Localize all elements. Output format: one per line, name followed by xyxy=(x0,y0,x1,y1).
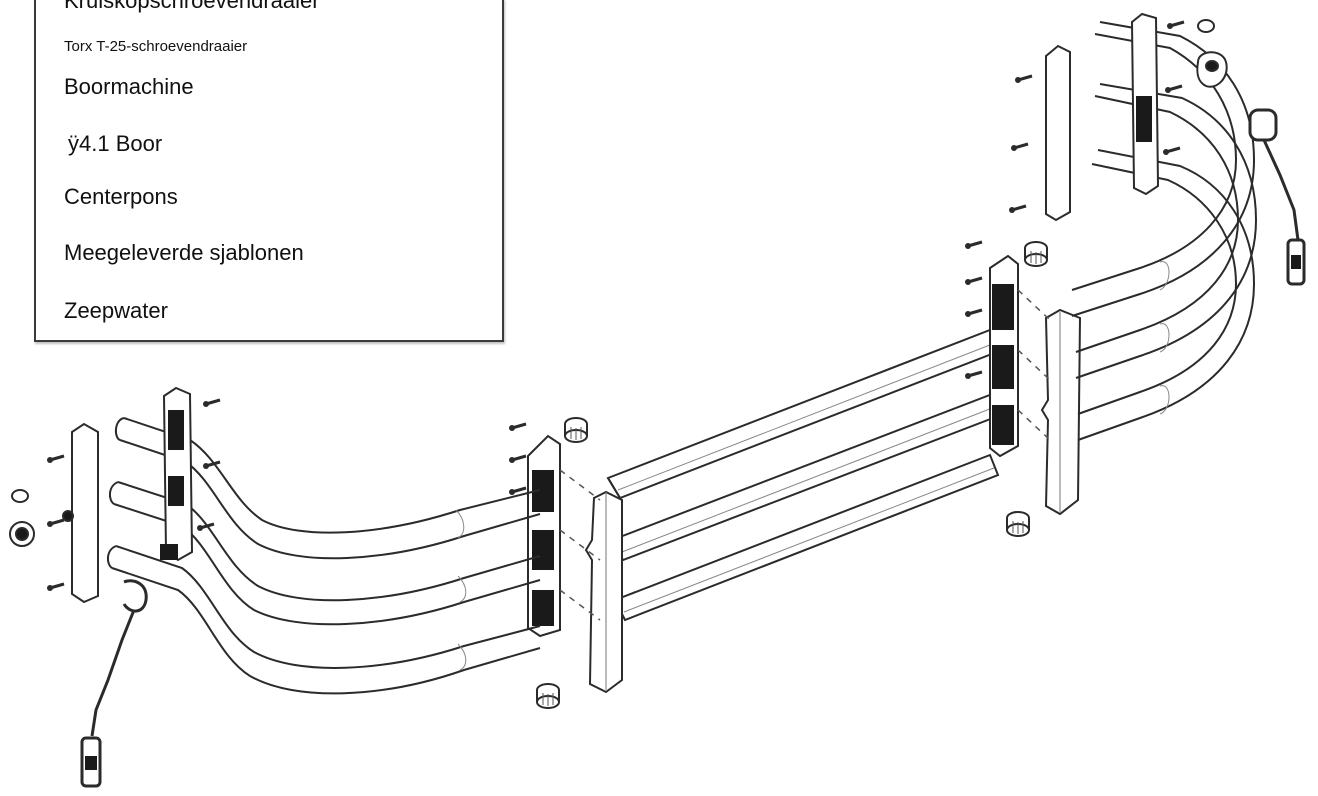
right-curved-bars xyxy=(1071,21,1258,441)
right-tie-down-strap xyxy=(1248,108,1306,286)
left-small-parts xyxy=(9,489,74,547)
left-tie-down-strap xyxy=(80,579,148,788)
right-mount-clip xyxy=(989,254,1019,458)
left-curved-bars xyxy=(106,417,541,695)
center-left-plate xyxy=(584,490,623,694)
left-end-plates xyxy=(71,386,194,604)
center-bars xyxy=(606,328,1008,622)
tool-phillips-screwdriver: Kruiskopschroevendraaier xyxy=(64,0,320,13)
right-small-parts xyxy=(1196,19,1228,88)
tool-drill-bit: ÿ4.1 Boor xyxy=(68,131,163,156)
tool-drill: Boormachine xyxy=(64,74,194,99)
required-tools-list: Kruiskopschroevendraaier Torx T-25-schro… xyxy=(34,0,504,342)
tool-templates: Meegeleverde sjablonen xyxy=(64,240,304,265)
tool-center-punch: Centerpons xyxy=(64,184,178,209)
tool-torx-screwdriver: Torx T-25-schroevendraaier xyxy=(64,38,248,55)
tool-soapy-water: Zeepwater xyxy=(64,298,168,323)
alignment-lines-center xyxy=(559,289,1051,621)
center-right-plate xyxy=(1040,308,1082,516)
left-mount-clip xyxy=(527,434,561,638)
right-end-plates xyxy=(1045,12,1160,222)
